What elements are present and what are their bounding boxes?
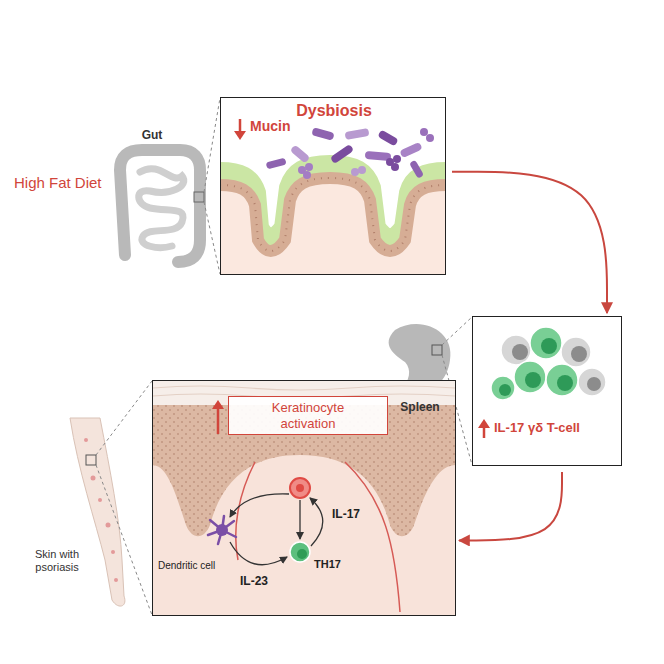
flow-arrow — [452, 172, 607, 313]
il17-t-cell — [514, 361, 546, 393]
epithelial-nuclei — [220, 178, 446, 251]
psoriasis-spot — [114, 578, 118, 582]
lumen — [221, 98, 445, 274]
zoom-line — [442, 317, 472, 345]
t-cell — [578, 368, 606, 396]
il17-t-cell — [530, 327, 562, 359]
psoriasis-spot — [98, 498, 102, 502]
il17-t-cell — [491, 376, 515, 400]
t-cell-label: IL-17 γδ T-cell — [494, 420, 580, 436]
dendritic-cell — [208, 516, 236, 544]
large-intestine — [120, 150, 200, 262]
coccus — [393, 155, 401, 163]
epithelium — [220, 178, 446, 251]
increase-arrow-head — [478, 419, 490, 428]
bacterium — [311, 127, 334, 140]
skin-layer-line — [153, 386, 455, 390]
coccus — [358, 166, 366, 174]
lamina-propria — [220, 178, 446, 275]
coccus — [426, 134, 434, 142]
il17-t-cell-nucleus — [499, 384, 511, 396]
coccus — [420, 128, 428, 136]
bacterium — [409, 160, 424, 179]
cytokine-label: IL-17 — [332, 507, 360, 521]
increase-arrow — [217, 408, 220, 434]
th17-cell — [290, 542, 310, 562]
psoriasis-spot — [84, 438, 88, 442]
coccus — [391, 163, 399, 171]
psoriasis-spot — [91, 476, 96, 481]
psoriasis-spot — [111, 550, 115, 554]
t-cell — [561, 337, 591, 367]
dermis — [153, 381, 455, 615]
zoom-square — [86, 455, 96, 465]
coccus — [351, 168, 359, 176]
t-cell — [501, 335, 531, 365]
signal-arrow — [230, 542, 287, 565]
mucin-label: Mucin — [250, 118, 290, 135]
zoom-line — [204, 98, 220, 192]
bacterium — [290, 145, 310, 164]
activation-label: Keratinocyte activation — [253, 400, 363, 431]
keratinocyte-nucleus — [296, 484, 304, 492]
bacterium — [330, 144, 354, 164]
t-cell-nucleus — [512, 344, 528, 360]
bacterium — [266, 158, 287, 170]
zoom-line — [96, 381, 152, 455]
skin-zoom-box: IL-17Dendritic cellIL-23 TH17 Keratinocyte… — [152, 380, 456, 616]
small-intestine — [139, 169, 184, 248]
flow-arrow — [459, 472, 562, 540]
zoom-square — [432, 345, 442, 355]
t-cell-nucleus — [587, 377, 601, 391]
spleen-zoom-box: IL-17 γδ T-cell — [472, 316, 622, 466]
bacterium — [344, 128, 369, 140]
signal-arrow — [310, 498, 323, 546]
il17-t-cell-nucleus — [557, 375, 573, 391]
dysbiosis-label: Dysbiosis — [296, 101, 372, 120]
decrease-arrow-head — [234, 131, 246, 140]
signal-arrow — [299, 500, 300, 539]
keratinocyte-cell — [290, 478, 310, 498]
coccus — [305, 163, 313, 171]
bacterium — [399, 142, 422, 159]
bacterium — [377, 130, 398, 147]
gut-zoom-box: DysbiosisMucin — [220, 97, 446, 275]
signal-arrow — [230, 494, 289, 517]
psoriasis-spot — [106, 523, 111, 528]
increase-arrow-head — [212, 400, 224, 409]
blood-vessel — [345, 462, 400, 612]
dendritic-body — [216, 524, 228, 536]
zoom-square — [194, 192, 204, 202]
increase-arrow — [483, 427, 486, 438]
t-cell-nucleus — [571, 346, 587, 362]
organ-label: Spleen — [400, 400, 439, 414]
il17-t-cell-nucleus — [541, 338, 557, 354]
il17-t-cell-nucleus — [525, 372, 541, 388]
cell-label: TH17 — [314, 558, 341, 571]
blood-vessel — [236, 462, 255, 560]
arm — [70, 418, 125, 606]
zoom-line — [96, 465, 152, 615]
decrease-arrow — [239, 119, 242, 133]
cytokine-label: IL-23 — [240, 574, 268, 588]
diet-label: High Fat Diet — [14, 174, 102, 192]
organ-label: Gut — [142, 128, 163, 142]
coccus — [303, 171, 311, 179]
activation-box: Keratinocyte activation — [228, 396, 388, 435]
cell-label: Dendritic cell — [158, 560, 215, 572]
il17-t-cell — [546, 364, 578, 396]
zoom-line — [204, 202, 220, 274]
tissue-label: Skin with psoriasis — [18, 548, 96, 574]
th17-nucleus — [297, 549, 307, 559]
